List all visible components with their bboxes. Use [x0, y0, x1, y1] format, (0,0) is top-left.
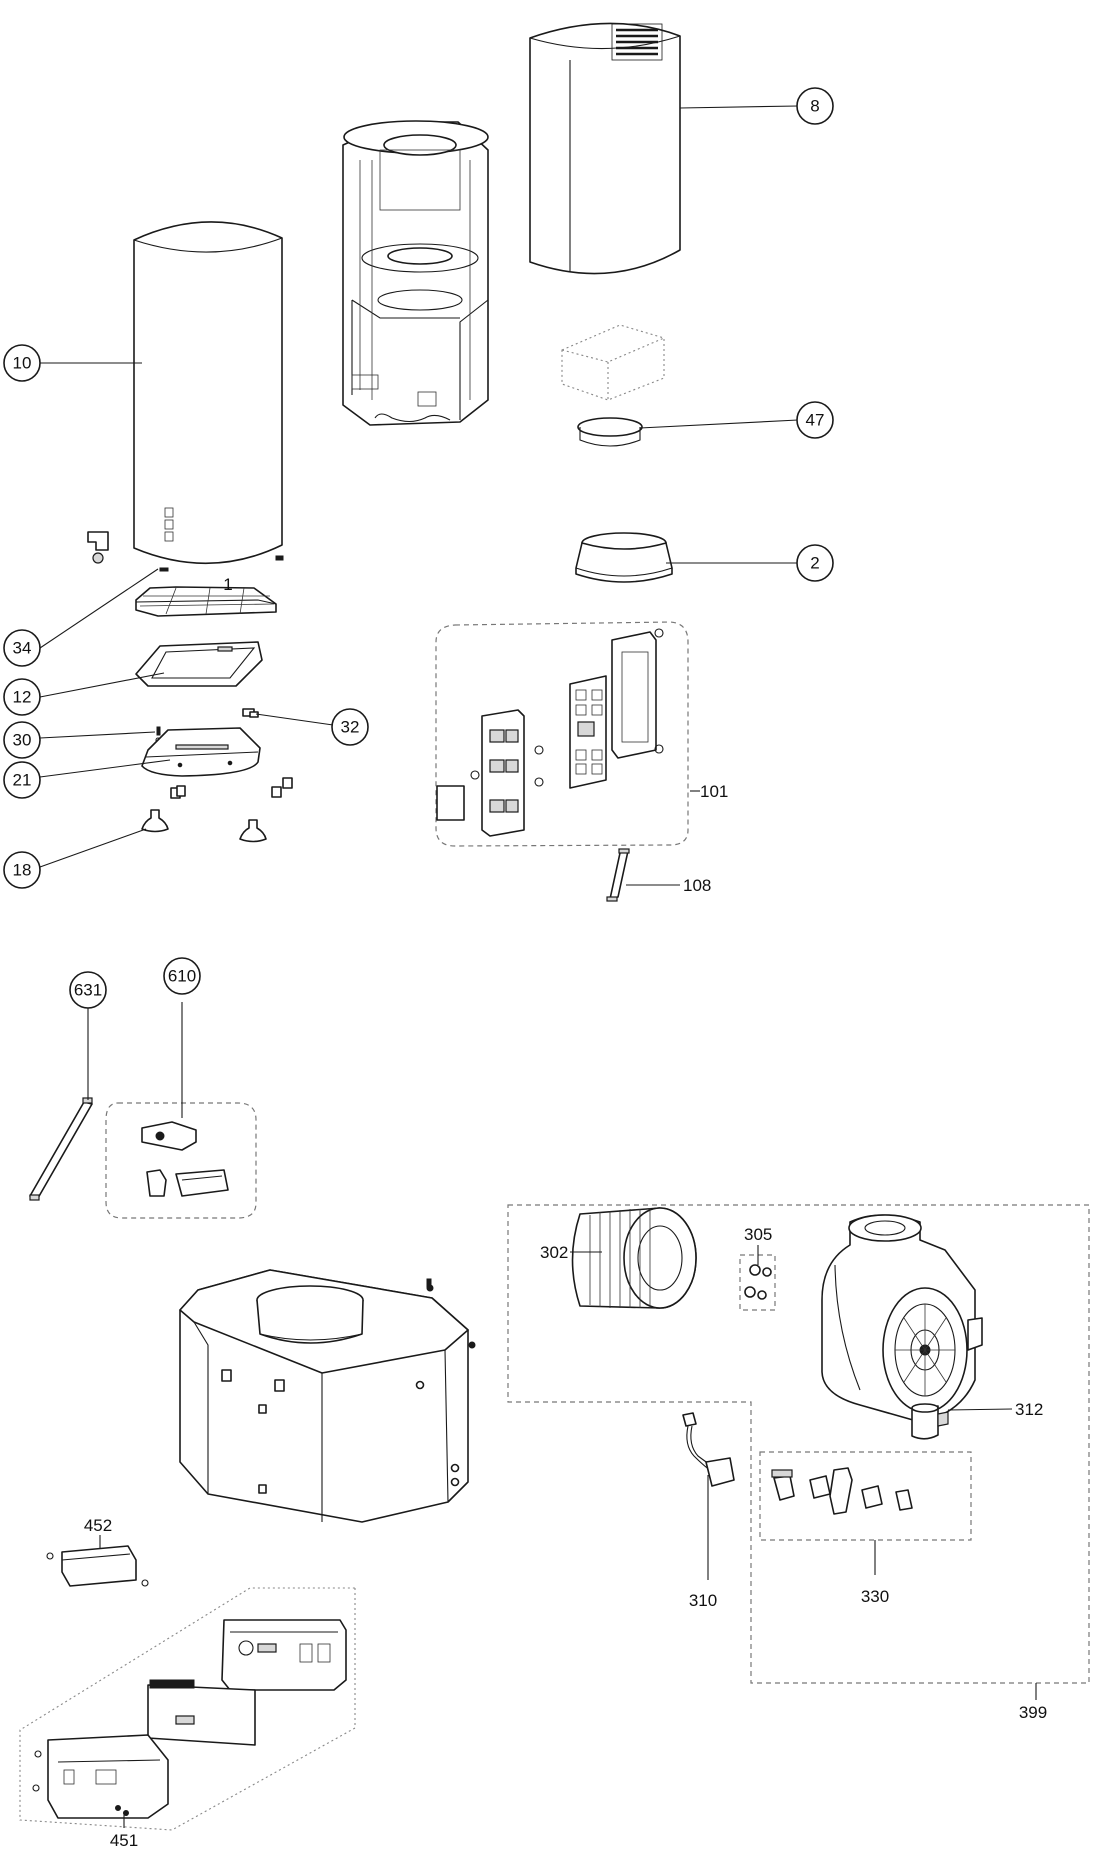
part-10-chimney-cylinder: [133, 221, 284, 572]
label-1: 1: [223, 575, 232, 594]
callout-631-text: 631: [74, 981, 102, 1000]
label-330: 330: [861, 1587, 889, 1606]
callout-610-text: 610: [168, 967, 196, 986]
callout-34-text: 34: [13, 639, 32, 658]
callout-21-text: 21: [13, 771, 32, 790]
part-47-box-and-ring: [561, 324, 665, 447]
part-312-capacitor: [911, 1403, 949, 1440]
label-310: 310: [689, 1591, 717, 1610]
cylinder-slots: [164, 507, 174, 542]
part-1-carbon-filter: [135, 586, 277, 617]
part-610-clip-group: [105, 1102, 257, 1219]
part-8-outer-chimney: [529, 22, 681, 275]
callout-10: 10: [3, 344, 41, 382]
part-2-duct-adapter: [575, 532, 673, 583]
label-305: 305: [744, 1225, 772, 1244]
board-cover: [611, 631, 657, 759]
part-108-cable: [606, 848, 630, 902]
controller-front: [32, 1734, 169, 1819]
part-21-lower-panel: [141, 727, 261, 777]
control-board: [481, 709, 525, 837]
part-305-screws: [739, 1254, 776, 1311]
motor-housing: [821, 1214, 983, 1423]
callout-2: 2: [796, 544, 834, 582]
label-108: 108: [683, 876, 711, 895]
part-32-clip: [242, 708, 259, 718]
part-451-controller-group: [19, 1587, 356, 1831]
callout-18: 18: [3, 851, 41, 889]
label-312: 312: [1015, 1400, 1043, 1419]
callout-610: 610: [163, 957, 201, 995]
inner-frame-structure: [342, 120, 489, 426]
part-18-lamps: [141, 809, 267, 843]
label-451: 451: [110, 1831, 138, 1850]
callout-34: 34: [3, 629, 41, 667]
callout-8-text: 8: [810, 97, 819, 116]
callout-32: 32: [331, 708, 369, 746]
callout-30: 30: [3, 721, 41, 759]
leader-lines: [39, 105, 1037, 1828]
part-399-motor-group: [507, 1204, 1090, 1684]
callout-32-text: 32: [341, 718, 360, 737]
callout-12-text: 12: [13, 688, 32, 707]
part-631-cable: [29, 1097, 93, 1201]
label-399: 399: [1019, 1703, 1047, 1722]
controller-pcb: [147, 1679, 256, 1746]
part-101-electronics-group: [435, 621, 689, 847]
callout-10-text: 10: [13, 354, 32, 373]
callout-12: 12: [3, 678, 41, 716]
part-310-wire-harness: [682, 1412, 735, 1487]
callout-631: 631: [69, 971, 107, 1009]
part-330-connector-group: [759, 1451, 972, 1541]
relay-board: [569, 675, 607, 789]
callout-21: 21: [3, 761, 41, 799]
callout-8: 8: [796, 87, 834, 125]
controller-housing: [221, 1619, 347, 1691]
callout-30-text: 30: [13, 731, 32, 750]
callout-47: 47: [796, 401, 834, 439]
light-clips: [170, 777, 293, 799]
vent-grille: [611, 23, 663, 61]
part-302-fan-wheel: [571, 1207, 697, 1309]
label-101: 101: [700, 782, 728, 801]
label-302: 302: [540, 1243, 568, 1262]
callout-18-text: 18: [13, 861, 32, 880]
small-bracket: [87, 531, 109, 564]
blower-housing-box: [179, 1269, 476, 1523]
part-452-cover: [46, 1545, 149, 1587]
label-452: 452: [84, 1516, 112, 1535]
part-12-grease-filter: [135, 641, 263, 687]
callout-2-text: 2: [810, 554, 819, 573]
callout-47-text: 47: [806, 411, 825, 430]
